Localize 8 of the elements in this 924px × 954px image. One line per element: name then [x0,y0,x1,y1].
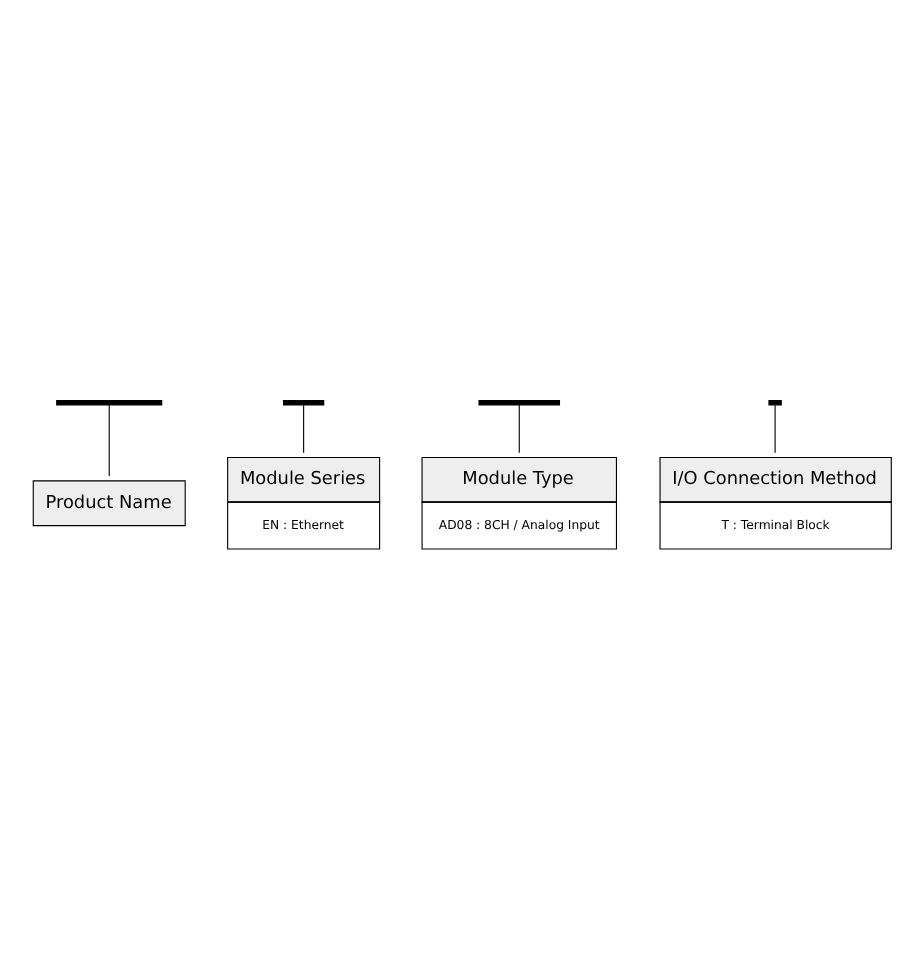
node-bar [282,399,325,406]
connector [774,404,776,454]
node-bar [478,399,561,406]
connector [108,404,110,477]
connector [518,404,520,454]
node-bar [56,399,163,406]
connector [303,404,305,454]
node-bar [768,399,782,406]
